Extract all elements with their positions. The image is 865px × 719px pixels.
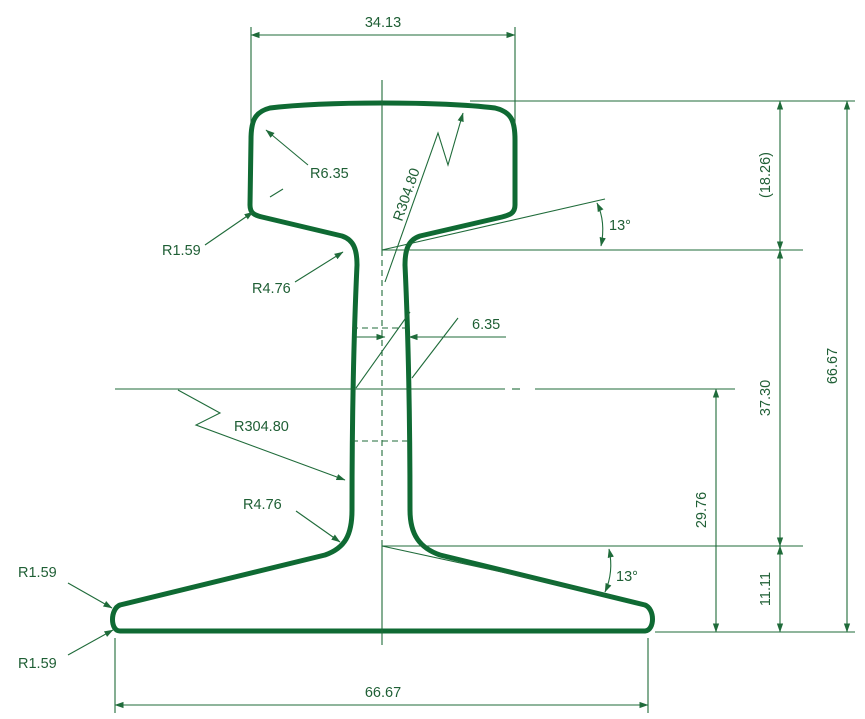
base-fillet-radius-label: R4.76 [243, 497, 282, 513]
head-edge-radius-tick [269, 188, 284, 198]
base-edge-bottom-radius-leader [67, 629, 114, 656]
head-angle-arc [596, 202, 606, 247]
neutral-axis-height-label: 29.76 [694, 492, 710, 528]
web-height-label: 37.30 [758, 380, 774, 416]
base-width-label: 66.67 [365, 685, 401, 701]
base-angle-arc [604, 548, 614, 593]
base-angle-line [381, 545, 613, 597]
head-angle-label: 13° [609, 218, 631, 234]
base-fillet-radius-leader [295, 510, 341, 543]
head-angle-line [381, 198, 606, 251]
overall-height-label: 66.67 [825, 348, 841, 384]
head-web-radius-leader [384, 112, 464, 283]
head-edge-radius-leader [204, 211, 254, 246]
base-edge-top-radius-leader [67, 582, 113, 609]
base-angle-label: 13° [616, 569, 638, 585]
head-web-radius-label: R304.80 [391, 166, 424, 223]
base-thickness-label: 11.11 [758, 572, 774, 606]
head-edge-radius-label: R1.59 [162, 243, 201, 259]
head-web-radius-inner [355, 311, 411, 389]
web-radius-leader [177, 389, 346, 481]
web-thickness-slant [411, 317, 459, 379]
web-radius-label: R304.80 [234, 419, 289, 435]
head-corner-radius-label: R6.35 [310, 166, 349, 182]
head-fillet-radius-label: R4.76 [252, 281, 291, 297]
head-depth-label: (18.26) [758, 152, 774, 198]
base-edge-bottom-radius-label: R1.59 [18, 656, 57, 672]
base-edge-top-radius-label: R1.59 [18, 565, 57, 581]
head-corner-radius-leader [265, 129, 309, 166]
head-width-label: 34.13 [365, 15, 401, 31]
head-fillet-radius-leader [294, 251, 344, 283]
web-thickness-label: 6.35 [472, 317, 500, 333]
